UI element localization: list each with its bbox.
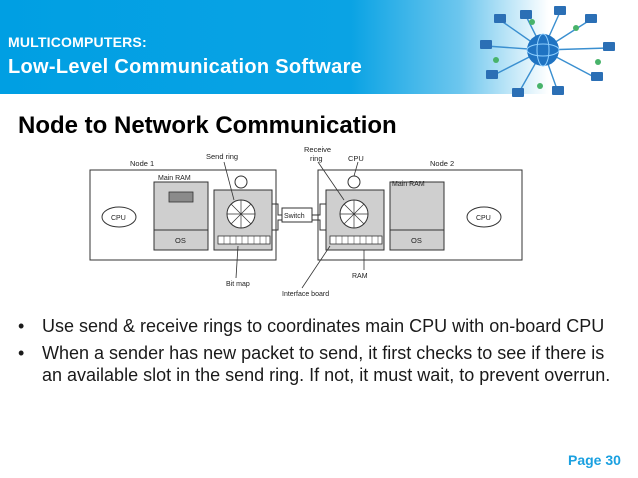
bullet-item: • Use send & receive rings to coordinate… — [16, 315, 626, 337]
page-number: Page 30 — [568, 452, 621, 468]
header-title: Low-Level Communication Software — [8, 56, 363, 78]
main-ram-right — [389, 181, 445, 251]
header-subtitle: MULTICOMPUTERS: — [8, 34, 147, 50]
node1-label: Node 1 — [130, 159, 154, 168]
bit-map-label: Bit map — [226, 281, 250, 288]
interface-board-label: Interface board — [282, 291, 329, 298]
cpu-right-small-circle — [347, 175, 361, 189]
cpu-right-circle — [466, 206, 502, 228]
receive-ring-label-2: ring — [310, 154, 323, 163]
cpu-top-label: CPU — [348, 154, 364, 163]
network-globe-icon — [480, 6, 615, 97]
send-ring-label: Send ring — [206, 152, 238, 161]
cpu-left-circle — [101, 206, 137, 228]
bullet-item: • When a sender has new packet to send, … — [16, 342, 626, 386]
cpu-left-small-circle — [234, 175, 248, 189]
bullet-text: When a sender has new packet to send, it… — [42, 343, 611, 385]
cpu-right-label: CPU — [476, 215, 491, 222]
bullet-text: Use send & receive rings to coordinates … — [42, 316, 605, 336]
buffer-block — [168, 191, 194, 203]
node-network-diagram: Node 1 Send ring Receive ring CPU Node 2… — [89, 145, 523, 298]
bullet-marker: • — [18, 343, 25, 363]
node2-label: Node 2 — [430, 159, 454, 168]
bit-map-left — [217, 235, 271, 245]
main-ram-left-label: Main RAM — [158, 175, 191, 182]
switch-label: Switch — [284, 213, 305, 220]
bullet-list: • Use send & receive rings to coordinate… — [16, 315, 626, 391]
bit-map-right — [329, 235, 383, 245]
ram-label: RAM — [352, 273, 368, 280]
receive-ring-label-1: Receive — [304, 145, 331, 154]
bullet-marker: • — [18, 316, 25, 336]
os-left-label: OS — [175, 236, 186, 245]
main-ram-right-label: Main RAM — [392, 181, 425, 188]
header-band: MULTICOMPUTERS: Low-Level Communication … — [0, 0, 638, 97]
cpu-left-label: CPU — [111, 215, 126, 222]
os-right-label: OS — [411, 236, 422, 245]
slide-title: Node to Network Communication — [18, 112, 397, 139]
